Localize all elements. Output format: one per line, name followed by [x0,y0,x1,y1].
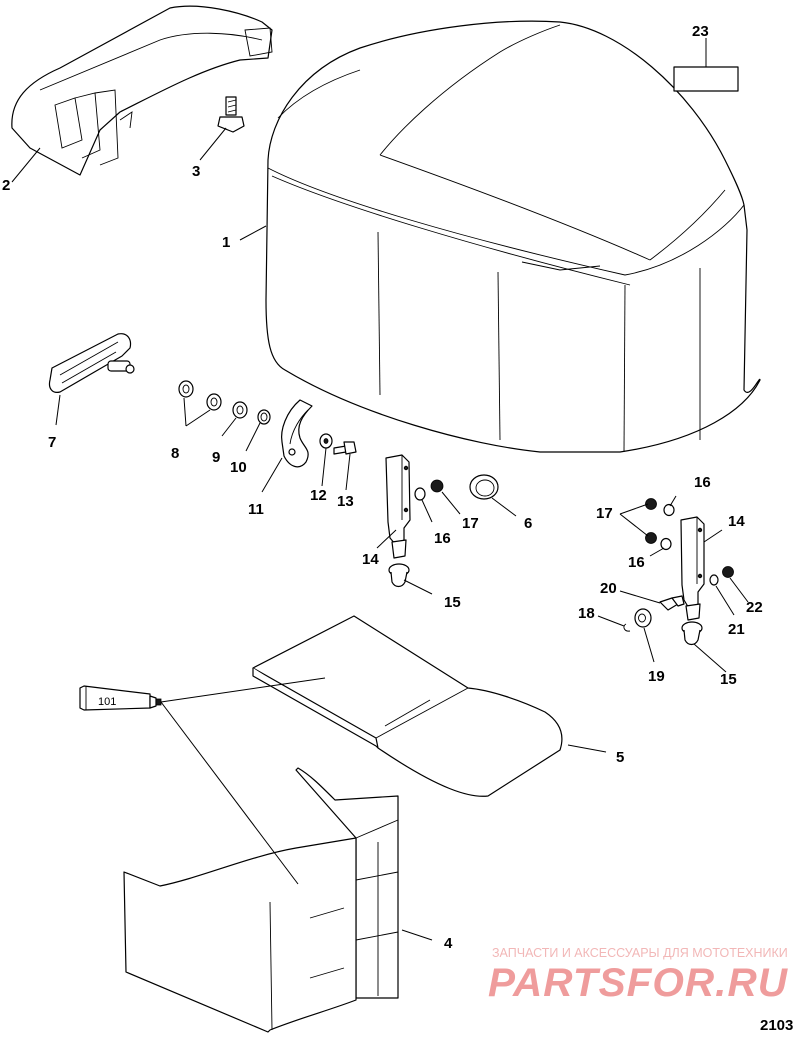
decal-part-23 [673,66,739,92]
top-cowl-part [265,20,761,453]
front-cowl-cover-part [11,5,273,176]
grommet-part-15-right [681,621,703,646]
callout-16-right-b: 16 [628,554,645,571]
nut-part-17-right-a [645,498,657,510]
washer-part-9 [232,401,248,419]
callout-14-right: 14 [728,513,745,530]
washer-part-10 [257,409,271,425]
grommet-part-6 [469,474,499,500]
callout-7: 7 [48,434,56,451]
watermark-logo: PARTSFOR.RU [488,961,788,1005]
adhesive-tube: 101 [79,685,162,711]
mat-part-5 [252,615,563,797]
leader-lines [11,38,749,941]
callout-22: 22 [746,599,763,616]
callout-17-left: 17 [462,515,479,532]
callout-18: 18 [578,605,595,622]
bushing-part-8a [178,380,194,398]
wrap-part-4 [123,767,399,1033]
screw-part-3 [217,96,245,133]
callout-2: 2 [2,177,10,194]
latch-handle-part-7 [48,333,135,393]
callout-14-left: 14 [362,551,379,568]
bushing-part-19 [634,608,652,628]
callout-17-right: 17 [596,505,613,522]
latch-bracket-part-14-right [680,516,705,621]
callout-23: 23 [692,23,709,40]
latch-bracket-part-14-left [385,454,411,559]
callout-8: 8 [171,445,179,462]
nut-part-17-left [430,479,444,493]
clip-part-18 [623,623,631,632]
callout-11: 11 [248,501,264,518]
hook-part-11 [281,399,313,468]
washer-part-12 [319,433,333,449]
watermark: ЗАПЧАСТИ И АКСЕССУАРЫ ДЛЯ МОТОТЕХНИКИ PA… [488,946,788,1005]
nut-part-22 [722,566,734,578]
nut-part-17-right-b [645,532,657,544]
callout-19: 19 [648,668,665,685]
callout-3: 3 [192,163,200,180]
watermark-tagline: ЗАПЧАСТИ И АКСЕССУАРЫ ДЛЯ МОТОТЕХНИКИ [492,946,788,960]
bushing-part-8b [206,393,222,411]
figure-number: 2103 [760,1017,793,1034]
washer-part-21 [709,574,719,586]
washer-part-16-right-b [660,537,672,551]
callout-12: 12 [310,487,327,504]
grommet-part-15-left [388,563,410,588]
callout-9: 9 [212,449,220,466]
callout-16-right-a: 16 [694,474,711,491]
callout-21: 21 [728,621,745,638]
callout-15-right: 15 [720,671,737,688]
callout-numbers: 1 2 3 23 7 8 9 10 11 12 13 14 15 16 17 6… [2,23,763,952]
washer-part-16-left [414,487,426,501]
callout-16-left: 16 [434,530,451,547]
screw-part-13 [333,441,357,455]
pin-part-20 [659,595,685,611]
tube-label: 101 [98,696,116,708]
callout-4: 4 [444,935,453,952]
callout-13: 13 [337,493,354,510]
callout-5: 5 [616,749,624,766]
callout-15-left: 15 [444,594,461,611]
callout-1: 1 [222,234,230,251]
callout-20: 20 [600,580,617,597]
callout-10: 10 [230,459,247,476]
washer-part-16-right-a [663,503,675,517]
callout-6: 6 [524,515,532,532]
